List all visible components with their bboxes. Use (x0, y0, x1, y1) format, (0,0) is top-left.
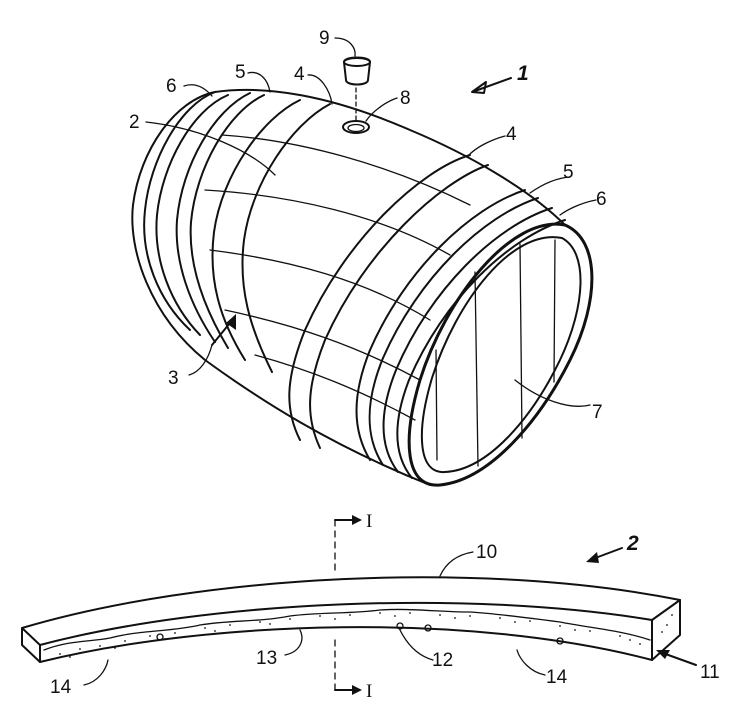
hoop-4-left (211, 99, 301, 361)
barrel (131, 56, 594, 487)
hoop-6-right (382, 207, 553, 473)
stave-line (209, 249, 431, 321)
label-9: 9 (319, 28, 330, 49)
pore (396, 622, 404, 630)
hoop-6-left (143, 91, 216, 331)
stave-line (221, 134, 471, 206)
hoop-5-left (175, 92, 251, 343)
stave-front-top-edge (39, 601, 653, 646)
stave-section (21, 515, 681, 695)
pore (556, 637, 564, 645)
stave-right-end (651, 599, 681, 661)
label-14-right: 14 (546, 667, 568, 688)
head-plank-line (474, 271, 479, 467)
barrel-head-inner (420, 236, 582, 474)
bung (343, 56, 371, 86)
stave-line (204, 189, 451, 256)
hoop-6-right-inner (396, 219, 566, 479)
head-plank-line (553, 239, 556, 383)
bung-hole-inner (347, 123, 365, 133)
figure1-leaders (145, 37, 597, 407)
section-mark-top: I (366, 511, 372, 532)
figure2-leaders (83, 547, 697, 686)
section-mark-bottom: I (366, 681, 372, 702)
stave-line (254, 354, 416, 421)
label-7: 7 (592, 402, 603, 423)
label-4-left: 4 (294, 64, 305, 85)
char-layer-line (43, 608, 651, 651)
label-4-right: 4 (506, 124, 517, 145)
figure2-ref-label: 2 (626, 532, 639, 555)
hoop-5-right-inner (368, 197, 539, 466)
figure1-ref-label: 1 (517, 62, 529, 85)
label-5-left: 5 (235, 62, 246, 83)
label-14-left: 14 (50, 677, 72, 698)
bung-hole (342, 120, 370, 134)
pore (156, 633, 164, 641)
char-speckles (59, 612, 673, 658)
bung-top (343, 57, 371, 67)
hoop-4-right (288, 154, 471, 441)
label-3: 3 (168, 368, 179, 389)
hoop-5-left-inner (189, 94, 265, 349)
label-10: 10 (476, 542, 497, 563)
hoop-5-right (355, 189, 526, 461)
fig1-ref-arrow (474, 77, 512, 92)
stave-bottom-edge (39, 626, 653, 663)
barrel-body-outline (131, 88, 566, 486)
label-2: 2 (129, 112, 140, 133)
pore (424, 624, 432, 632)
barrel-head-rim (407, 222, 594, 487)
stave-left-end (21, 627, 41, 663)
figure2-labels: 2 10 11 12 13 14 14 I I (50, 511, 720, 702)
hoop-6-left-inner (155, 94, 229, 336)
label-12: 12 (432, 650, 453, 671)
label-6-right: 6 (596, 189, 607, 210)
head-plank-line (435, 349, 438, 461)
label-8: 8 (400, 88, 411, 109)
figure1-labels: 1 9 8 4 5 6 2 4 5 6 7 3 (129, 28, 607, 423)
label-13: 13 (256, 648, 277, 669)
stave-top-edge (21, 576, 681, 629)
head-plank-line (519, 243, 523, 439)
hoop-4-left-inner (241, 103, 331, 373)
label-5-right: 5 (563, 162, 574, 183)
label-11: 11 (700, 662, 720, 683)
label-6-left: 6 (166, 76, 177, 97)
hoop-4-right-inner (309, 164, 489, 449)
